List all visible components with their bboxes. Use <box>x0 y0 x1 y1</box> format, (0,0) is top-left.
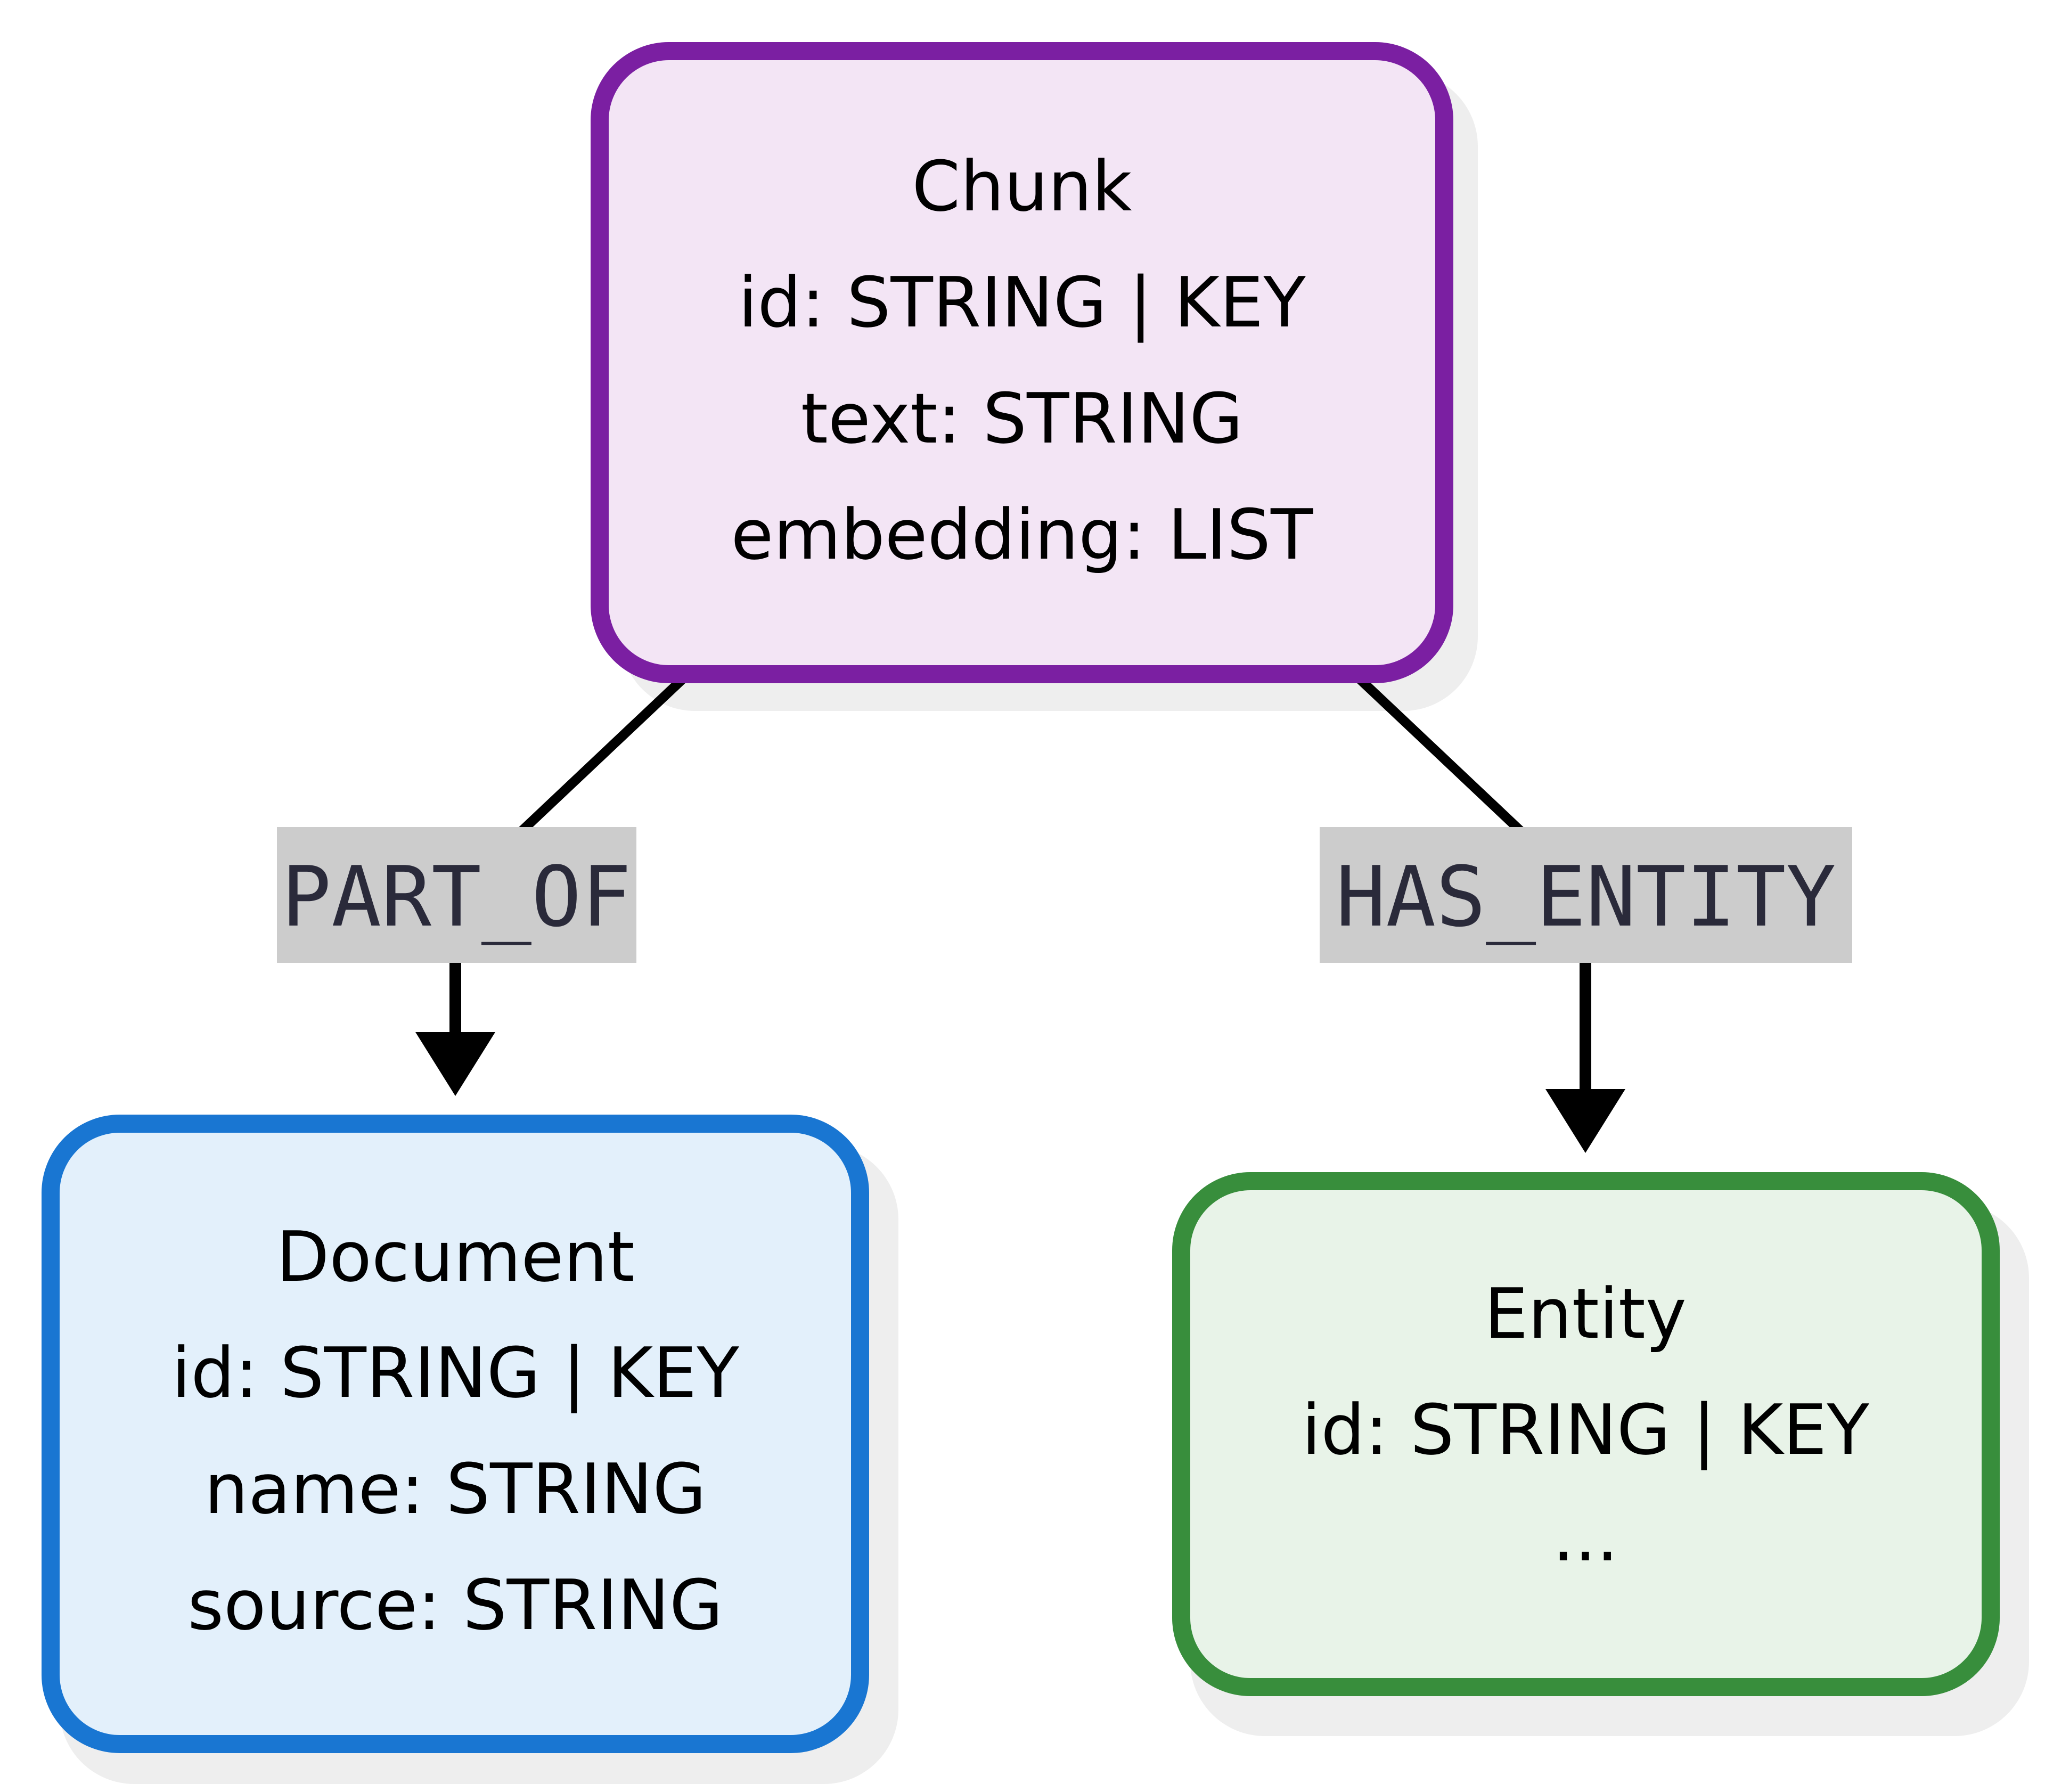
has-entity-edge-line-upper <box>1346 666 1524 834</box>
entity-node-title: Entity <box>1484 1273 1687 1354</box>
part-of-edge-line-upper <box>518 666 696 834</box>
part-of-edge-label[interactable]: PART_OF <box>277 827 636 963</box>
chunk-node-attr-1: id: STRING | KEY <box>738 262 1306 343</box>
document-node-attr-1: id: STRING | KEY <box>171 1332 739 1413</box>
has-entity-edge-label[interactable]: HAS_ENTITY <box>1320 827 1852 963</box>
chunk-node[interactable]: Chunk id: STRING | KEY text: STRING embe… <box>591 42 1453 683</box>
has-entity-arrowhead <box>1545 1089 1625 1153</box>
chunk-node-attr-3: embedding: LIST <box>731 494 1313 575</box>
chunk-node-box <box>591 42 1453 683</box>
part-of-label-text: PART_OF <box>281 848 631 945</box>
chunk-node-title: Chunk <box>912 146 1132 227</box>
entity-node-box <box>1172 1172 2000 1696</box>
entity-node-attr-1: id: STRING | KEY <box>1302 1389 1869 1470</box>
has-entity-label-text: HAS_ENTITY <box>1336 848 1836 945</box>
entity-node[interactable]: Entity id: STRING | KEY ... <box>1172 1172 2000 1696</box>
document-node-title: Document <box>276 1216 635 1297</box>
document-node-attr-3: source: STRING <box>187 1565 723 1646</box>
has-entity-label-bg <box>1320 827 1852 963</box>
part-of-arrowhead <box>415 1032 495 1096</box>
document-node-box <box>42 1115 869 1753</box>
document-node-attr-2: name: STRING <box>204 1449 706 1529</box>
entity-node-attr-2: ... <box>1552 1496 1618 1577</box>
part-of-label-bg <box>277 827 636 963</box>
chunk-node-attr-2: text: STRING <box>801 378 1243 459</box>
document-node[interactable]: Document id: STRING | KEY name: STRING s… <box>42 1115 869 1753</box>
